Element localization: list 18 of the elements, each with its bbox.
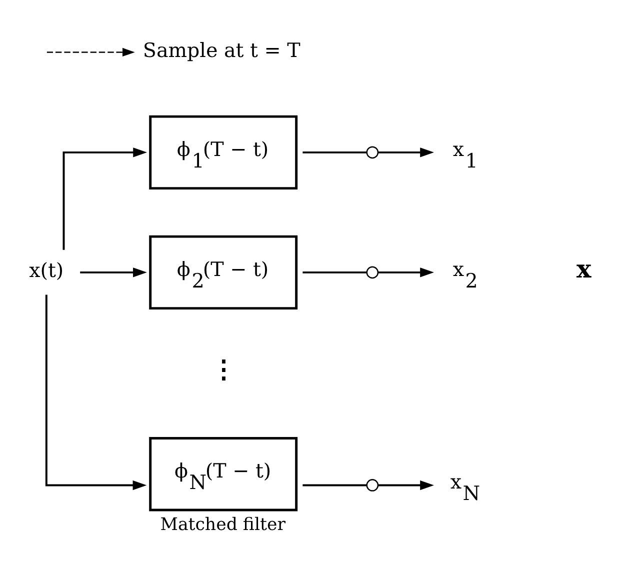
label: ⋮ <box>212 354 237 384</box>
node-text: Sample at t = T <box>142 38 300 62</box>
arrow <box>378 148 434 158</box>
node-text: x(t) <box>29 259 64 282</box>
arrow <box>62 148 147 250</box>
connector <box>302 484 367 486</box>
node-switch <box>366 479 379 492</box>
connector <box>302 271 367 274</box>
arrow <box>46 48 135 57</box>
node-label: Matched filter <box>160 515 286 536</box>
label: x <box>576 254 592 284</box>
arrow <box>45 294 147 490</box>
arrow <box>378 268 434 278</box>
node-switch <box>366 146 379 159</box>
node-switch <box>366 266 379 279</box>
arrow <box>378 480 434 490</box>
connector <box>302 151 367 154</box>
arrow <box>80 268 147 278</box>
